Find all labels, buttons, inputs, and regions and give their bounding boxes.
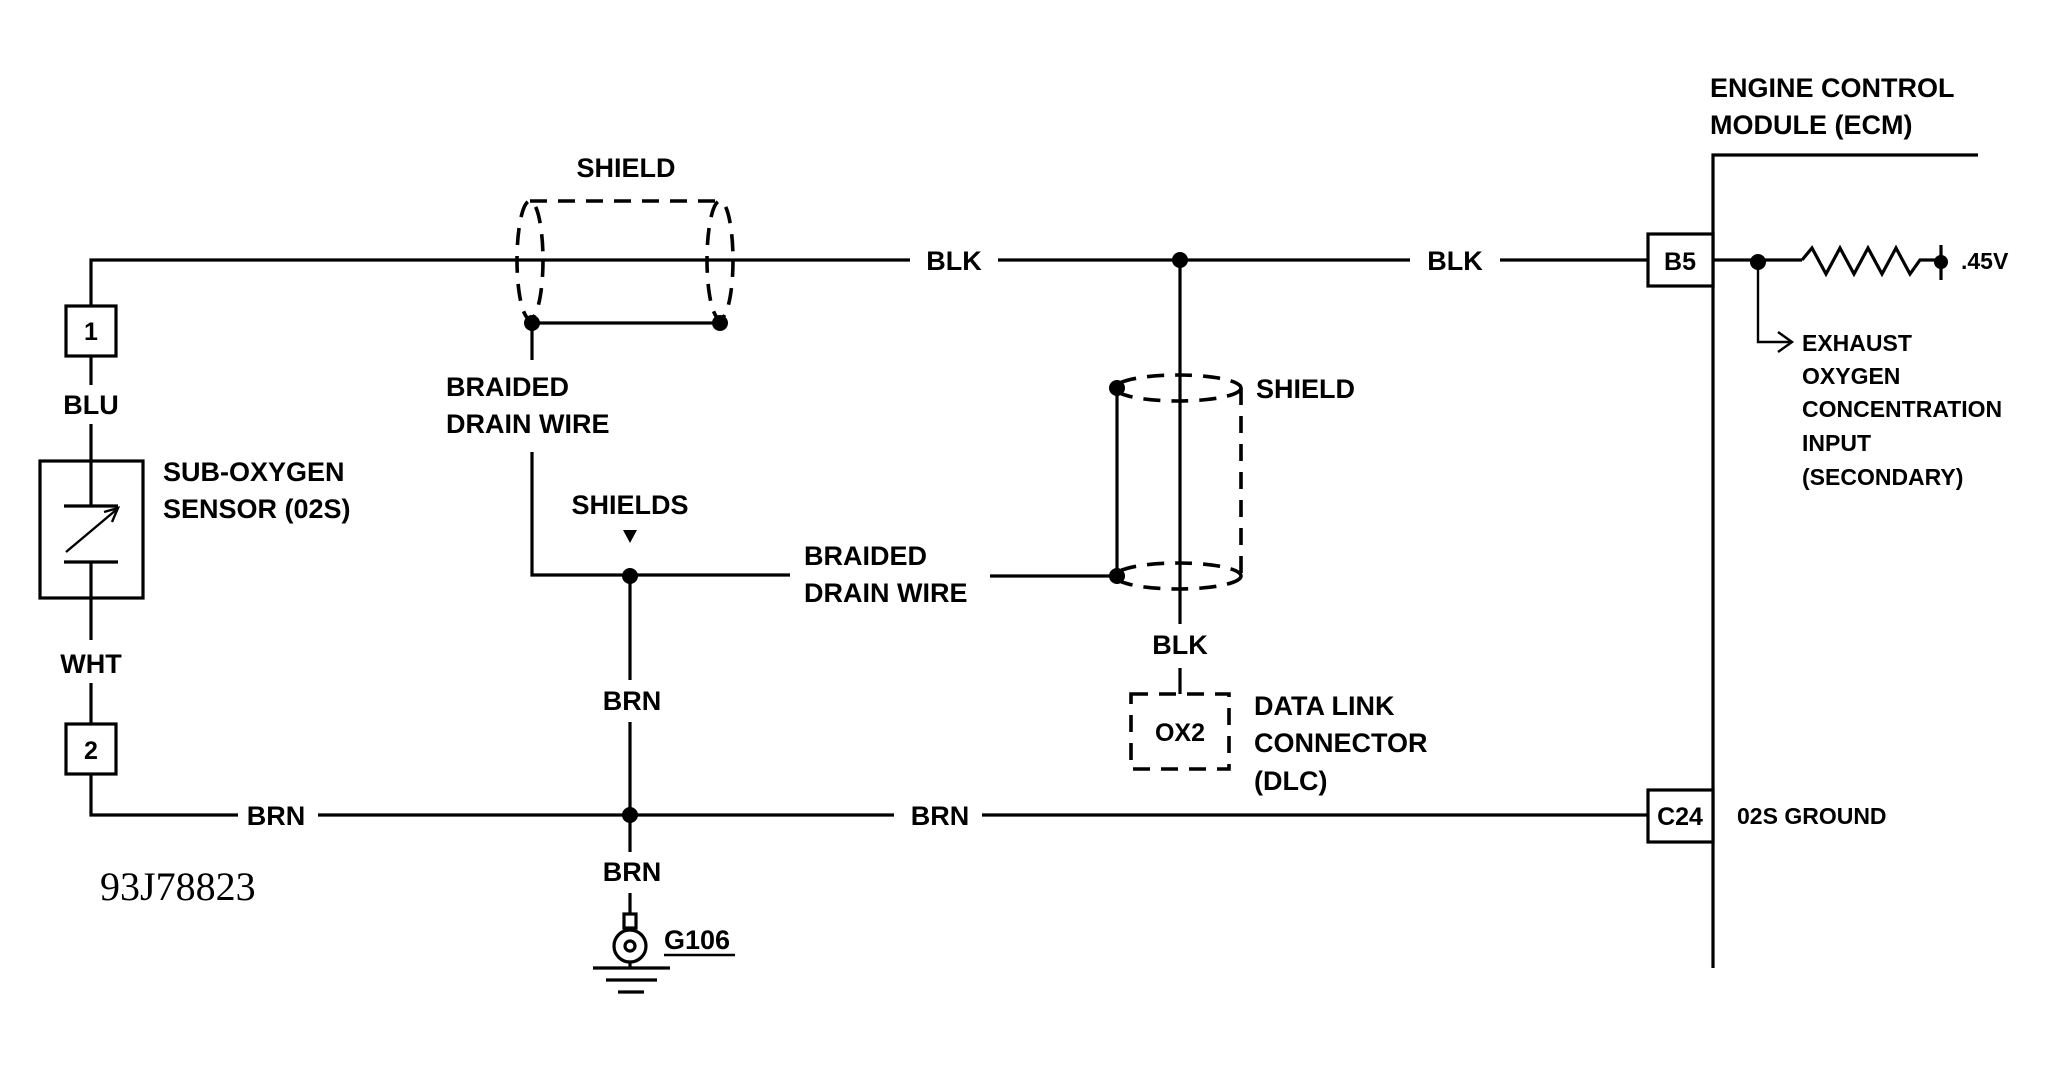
- ecm-pin-c24-label: C24: [1657, 803, 1703, 831]
- ground-g106: G106: [593, 912, 735, 994]
- lower-shield-label: SHIELD: [1256, 374, 1355, 404]
- lower-drain-label-line1: BRAIDED: [804, 541, 927, 571]
- ecm-pin-b5: [1646, 232, 1715, 288]
- dlc-box: [1129, 692, 1231, 771]
- shields-label: SHIELDS: [571, 490, 688, 520]
- o2s-ground-label: 02S GROUND: [1737, 803, 1887, 829]
- wht-wire-label: WHT: [60, 649, 122, 679]
- dlc-label-line2: CONNECTOR: [1254, 728, 1428, 758]
- junction-arrow-icon: [623, 530, 637, 543]
- sensor-name-line1: SUB-OXYGEN: [163, 457, 345, 487]
- lower-shield: BRAIDED DRAIN WIRE SHIELD BLK: [804, 260, 1355, 694]
- ground-symbol-icon: [593, 962, 670, 994]
- dlc-pin-label: OX2: [1155, 719, 1205, 747]
- sensor-name-line2: SENSOR (02S): [163, 494, 351, 524]
- ecm-input-line5: (SECONDARY): [1802, 464, 1963, 490]
- ecm-pin-b5-label: B5: [1664, 248, 1696, 276]
- brn-wire-label-left: BRN: [247, 801, 306, 831]
- ecm-input-line2: OXYGEN: [1802, 363, 1900, 389]
- upper-drain-label-line1: BRAIDED: [446, 372, 569, 402]
- dlc-label-line3: (DLC): [1254, 766, 1327, 796]
- blk-wire-label-right: BLK: [1427, 246, 1483, 276]
- signal-circuit: BLK BLK B5 .45V EXHAUST OXYGEN CONCENTRA…: [128, 232, 2009, 490]
- ecm-pin-c24: [1646, 788, 1715, 844]
- resistor-icon: [1800, 244, 1941, 278]
- figure-id: 93J78823: [100, 864, 256, 909]
- sub-oxygen-sensor: 1 BLU SUB-OXYGEN SENSOR (02S) WHT 2: [38, 258, 351, 817]
- blu-wire-label: BLU: [63, 390, 119, 420]
- pin-2-label: 2: [84, 737, 98, 765]
- shields-junction: SHIELDS BRN BRN: [571, 490, 689, 914]
- ecm-module: ENGINE CONTROL MODULE (ECM): [1710, 73, 1978, 968]
- upper-shield-label: SHIELD: [576, 153, 675, 183]
- upper-shield: SHIELD BRAIDED DRAIN WIRE: [446, 153, 790, 577]
- ecm-input-line4: INPUT: [1802, 430, 1871, 456]
- ground-eyelet-icon: [612, 928, 648, 964]
- brn-wire-label-vertical: BRN: [603, 686, 662, 716]
- variable-resistor-icon: [65, 509, 117, 553]
- ecm-input-line3: CONCENTRATION: [1802, 396, 2002, 422]
- ecm-label-line2: MODULE (ECM): [1710, 110, 1912, 140]
- brn-wire-label-ground: BRN: [603, 857, 662, 887]
- blk-wire-label-left: BLK: [926, 246, 982, 276]
- pin-1-label: 1: [84, 318, 98, 346]
- ground-circuit: BRN BRN C24 02S GROUND: [247, 788, 1887, 844]
- brn-wire-label-right: BRN: [911, 801, 970, 831]
- input-arrow: [1756, 262, 1790, 344]
- blk-wire-label-vertical: BLK: [1152, 630, 1208, 660]
- ground-label: G106: [664, 925, 730, 955]
- reference-voltage-label: .45V: [1961, 248, 2009, 274]
- lower-drain-label-line2: DRAIN WIRE: [804, 578, 968, 608]
- ecm-label-line1: ENGINE CONTROL: [1710, 73, 1955, 103]
- ecm-input-line1: EXHAUST: [1802, 330, 1912, 356]
- data-link-connector: OX2 DATA LINK CONNECTOR (DLC): [1129, 691, 1428, 796]
- dlc-label-line1: DATA LINK: [1254, 691, 1395, 721]
- upper-drain-label-line2: DRAIN WIRE: [446, 409, 610, 439]
